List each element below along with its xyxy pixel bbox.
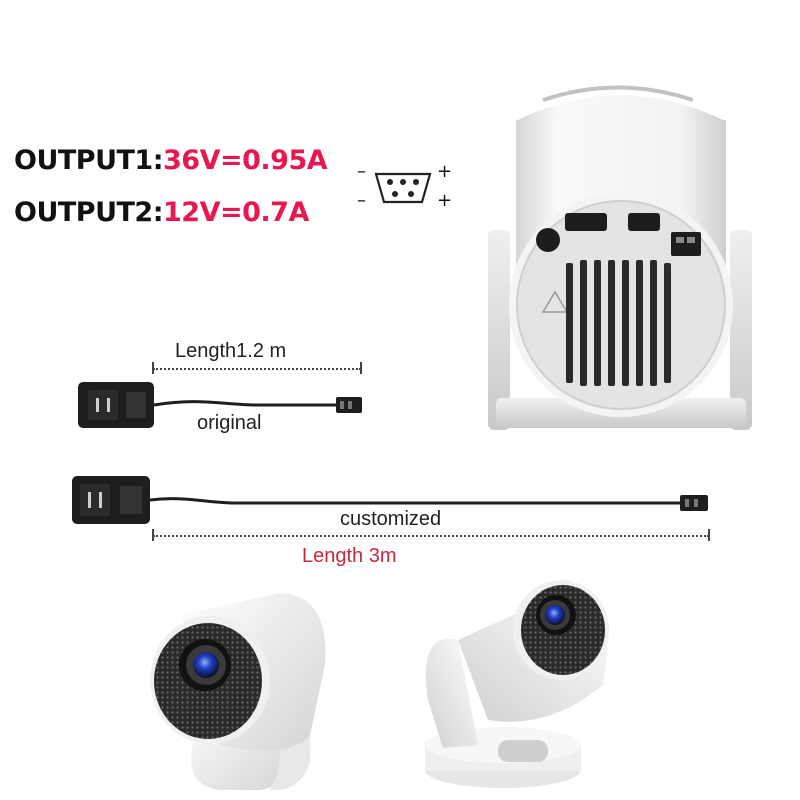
output2-label: OUTPUT2:	[14, 197, 164, 228]
original-length-dimension	[153, 368, 361, 370]
original-cable-image	[78, 382, 362, 428]
original-length-label: Length1.2 m	[175, 340, 287, 362]
projector-rear-view	[488, 85, 752, 430]
output1-label: OUTPUT1:	[14, 145, 164, 176]
customized-length-dimension	[153, 535, 709, 537]
polarity-minus-1: –	[357, 161, 366, 182]
original-cable-label: original	[197, 412, 262, 434]
customized-cable-label: customized	[340, 508, 442, 530]
projector-front-right	[425, 580, 609, 788]
projector-front-left	[150, 593, 326, 790]
dimension-tick	[152, 362, 154, 374]
dimension-tick	[360, 362, 362, 374]
connector-pinout-icon	[374, 172, 432, 204]
output2-spec: OUTPUT2:12V=0.7A	[14, 197, 309, 228]
output2-value: 12V=0.7A	[163, 197, 309, 228]
polarity-minus-2: –	[357, 190, 366, 211]
output1-value: 36V=0.95A	[163, 145, 328, 176]
output1-spec: OUTPUT1:36V=0.95A	[14, 145, 328, 176]
customized-length-label: Length 3m	[302, 545, 397, 567]
dimension-tick	[708, 529, 710, 541]
dimension-tick	[152, 529, 154, 541]
customized-cable-image	[72, 476, 708, 524]
polarity-plus-2: +	[437, 190, 453, 211]
polarity-plus-1: +	[437, 161, 453, 182]
